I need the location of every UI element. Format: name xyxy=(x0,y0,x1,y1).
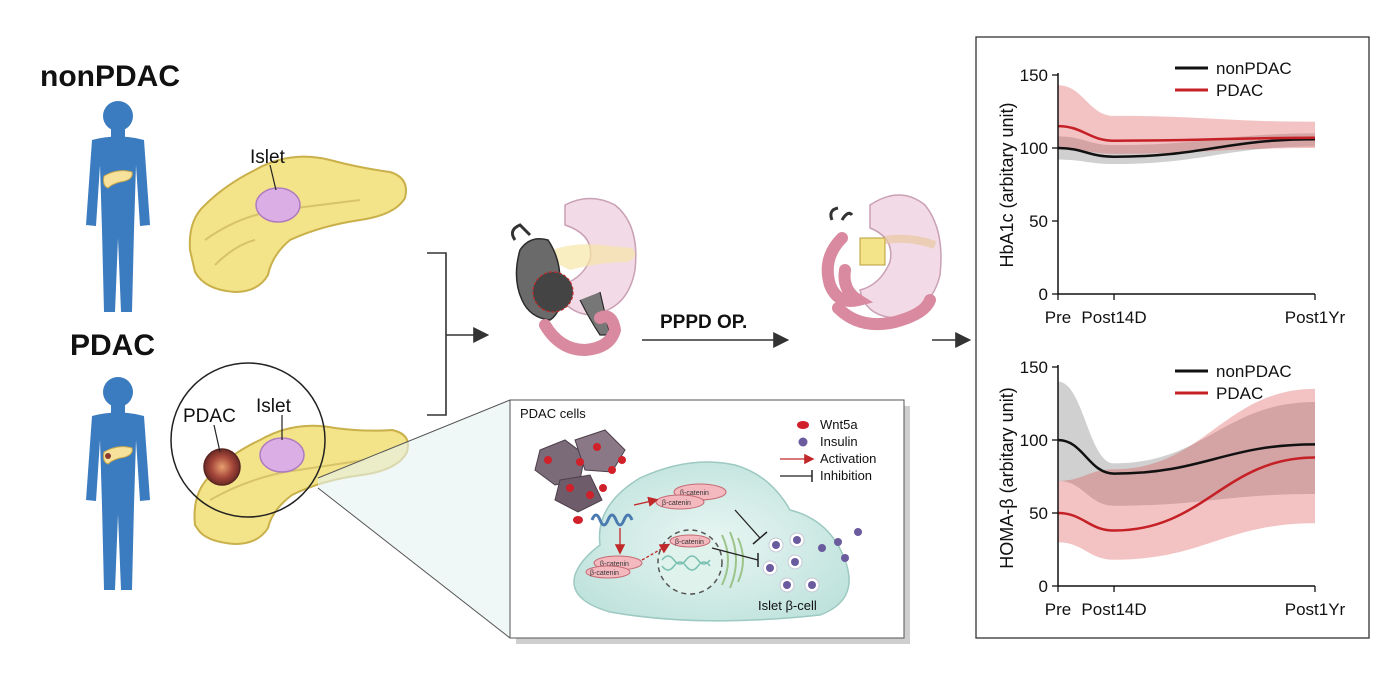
frizzled-receptor-icon xyxy=(590,513,634,527)
post-surgery-anatomy xyxy=(821,194,942,331)
legend-wnt5a-label: Wnt5a xyxy=(820,417,858,432)
islet-bottom-label: Islet xyxy=(256,396,292,417)
islet-top xyxy=(255,187,301,223)
tumor-in-body-icon xyxy=(105,453,111,459)
islet-top-label: Islet xyxy=(250,147,286,168)
chart-hba1c-xtick-label: Post1Yr xyxy=(1285,308,1346,327)
chart-homa-ylabel: HOMA-β (arbitary unit) xyxy=(997,387,1017,568)
pancreas-in-body-icon xyxy=(103,170,133,189)
wnt5a-ligand xyxy=(573,516,583,524)
activation-nuclear xyxy=(641,543,671,561)
zoom-line-top xyxy=(317,399,511,479)
legend-activation-label: Activation xyxy=(820,451,876,466)
pancreas-in-body-pdac-icon xyxy=(103,446,133,465)
islet-beta-cell-label: Islet β-cell xyxy=(758,598,817,613)
chart-homa-xtick-label: Post1Yr xyxy=(1285,600,1346,619)
chart-homa-ytick-label: 100 xyxy=(1020,431,1048,450)
inset-legend: Wnt5a Insulin Activation Inhibition xyxy=(780,417,876,483)
pdac-title: PDAC xyxy=(70,329,155,362)
inhibition-bar-top xyxy=(752,531,768,545)
chart-hba1c-ytick-label: 100 xyxy=(1020,139,1048,158)
beta-catenin-top2-label: β-catenin xyxy=(662,500,691,507)
chart-hba1c-ytick-label: 150 xyxy=(1020,66,1048,85)
merge-bracket xyxy=(427,252,447,416)
chart-homa-line-pdac xyxy=(1057,456,1316,532)
beta-catenin-left2-label: β-catenin xyxy=(590,570,619,577)
chart-hba1c-xtick-label: Post14D xyxy=(1081,308,1146,327)
human-figure-icon xyxy=(86,101,150,312)
chart-hba1c-ytick-label: 50 xyxy=(1029,212,1048,231)
inhibition-line-nuclear xyxy=(711,547,759,561)
inhibition-line-top xyxy=(734,509,761,539)
human-figure-pdac-icon xyxy=(86,377,150,590)
beta-catenin-left2 xyxy=(585,565,631,579)
islet-top-pointer xyxy=(269,164,277,191)
insulin-granules xyxy=(762,528,862,593)
chart-hba1c-legend-label: PDAC xyxy=(1216,81,1263,100)
chart-hba1c-band-pdac xyxy=(1058,85,1315,154)
chart-homa-xtick-label: Pre xyxy=(1045,600,1071,619)
activation-to-catenin xyxy=(633,496,659,507)
chart-homa-ytick-label: 0 xyxy=(1039,577,1048,596)
pre-surgery-anatomy xyxy=(510,197,637,357)
chart-homa-xtick-label: Post14D xyxy=(1081,600,1146,619)
chart-homa-legend-label: PDAC xyxy=(1216,384,1263,403)
magnifier-circle xyxy=(170,362,326,518)
chart-homa-legend-label: nonPDAC xyxy=(1216,362,1292,381)
zoom-cone xyxy=(318,400,510,638)
inset-title: PDAC cells xyxy=(520,406,586,421)
dna-icon xyxy=(661,555,711,571)
pancreas-illustration xyxy=(188,155,407,294)
islet-bottom xyxy=(259,437,305,473)
beta-catenin-nucleus-label: β-catenin xyxy=(675,539,704,546)
chart-homa-band-pdac xyxy=(1058,388,1315,560)
chart-hba1c-ytick-label: 0 xyxy=(1039,285,1048,304)
pdac-cells-cluster xyxy=(534,429,626,513)
nucleus xyxy=(657,529,723,595)
zoom-line-bottom xyxy=(317,487,511,639)
pdac-tumor-label: PDAC xyxy=(183,406,236,427)
beta-catenin-left-label: β-catenin xyxy=(600,561,629,568)
legend-inhibition-label: Inhibition xyxy=(820,468,872,483)
chart-hba1c-ylabel: HbA1c (arbitary unit) xyxy=(997,102,1017,267)
nonpdac-title: nonPDAC xyxy=(40,60,180,93)
procedure-label: PPPD OP. xyxy=(660,312,747,333)
chart-hba1c-legend-label: nonPDAC xyxy=(1216,59,1292,78)
chart-hba1c-line-nonpdac xyxy=(1057,137,1316,159)
beta-catenin-top-label: β-catenin xyxy=(680,490,709,497)
beta-catenin-nucleus xyxy=(669,534,711,548)
chart-homa-ytick-label: 150 xyxy=(1020,358,1048,377)
golgi-icon xyxy=(721,531,744,589)
chart-hba1c-line-pdac xyxy=(1057,124,1316,142)
legend-insulin-label: Insulin xyxy=(820,434,858,449)
pdac-tumor xyxy=(203,448,241,486)
pdac-tumor-pointer xyxy=(213,424,221,453)
chart-homa-ytick-label: 50 xyxy=(1029,504,1048,523)
legend-wnt5a-icon xyxy=(797,421,809,429)
chart-homa-line-nonpdac xyxy=(1057,438,1316,475)
legend-insulin-icon xyxy=(798,437,808,447)
chart-hba1c-xtick-label: Pre xyxy=(1045,308,1071,327)
